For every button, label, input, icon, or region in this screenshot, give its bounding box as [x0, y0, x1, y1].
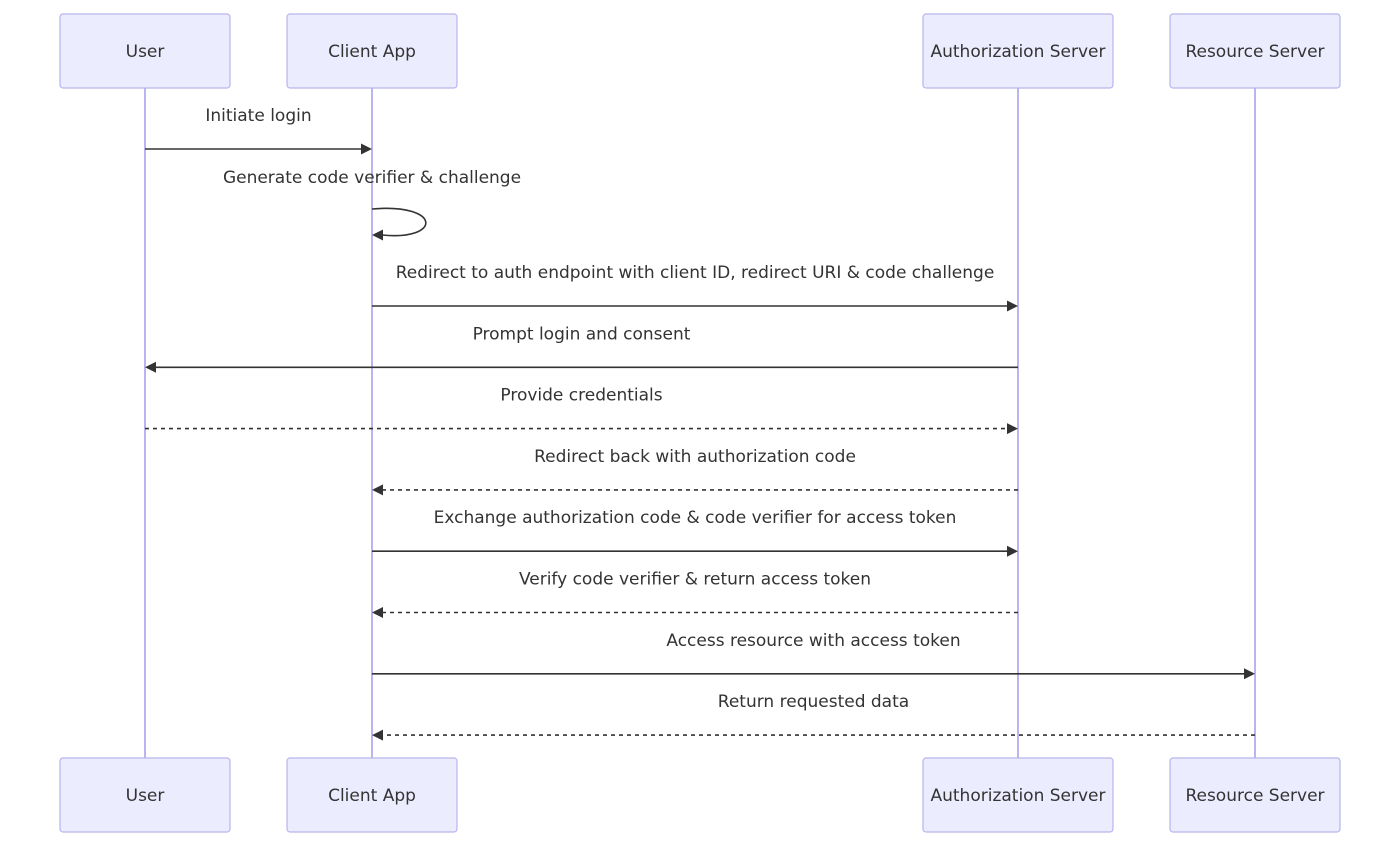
- participant-client-bottom: Client App: [286, 757, 458, 833]
- arrowhead: [1007, 423, 1018, 435]
- message-label: Prompt login and consent: [473, 324, 691, 344]
- message-7: Exchange authorization code & code verif…: [372, 508, 1018, 557]
- arrowhead: [372, 229, 383, 241]
- arrowhead: [372, 607, 383, 618]
- message-1: Initiate login: [145, 106, 372, 155]
- participant-box: [1169, 757, 1341, 833]
- message-label: Verify code verifier & return access tok…: [519, 570, 871, 590]
- participant-box: [59, 757, 231, 833]
- arrowhead: [361, 143, 372, 155]
- participant-label: Authorization Server: [930, 42, 1105, 62]
- participant-user-top: User: [59, 13, 231, 89]
- participant-label: Client App: [328, 786, 416, 806]
- participant-box: [922, 13, 1114, 89]
- arrowhead: [1007, 300, 1018, 312]
- participant-auth-top: Authorization Server: [922, 13, 1114, 89]
- message-9: Access resource with access token: [372, 631, 1255, 680]
- participant-label: User: [126, 786, 165, 806]
- arrowhead: [1244, 668, 1255, 680]
- message-8: Verify code verifier & return access tok…: [372, 570, 1018, 618]
- arrowhead: [145, 361, 156, 373]
- message-label: Return requested data: [718, 692, 909, 712]
- message-label: Access resource with access token: [666, 631, 960, 651]
- message-label: Exchange authorization code & code verif…: [434, 508, 957, 528]
- participant-label: Client App: [328, 42, 416, 62]
- participant-label: User: [126, 42, 165, 62]
- message-4: Prompt login and consent: [145, 324, 1018, 373]
- participant-auth-bottom: Authorization Server: [922, 757, 1114, 833]
- arrowhead: [372, 729, 383, 741]
- message-label: Generate code verifier & challenge: [223, 168, 521, 188]
- arrowhead: [372, 484, 383, 496]
- participant-box: [59, 13, 231, 89]
- participant-client-top: Client App: [286, 13, 458, 89]
- message-label: Redirect to auth endpoint with client ID…: [396, 263, 995, 283]
- message-line: [371, 207, 427, 237]
- arrowhead: [1007, 545, 1018, 557]
- participant-box: [1169, 13, 1341, 89]
- participant-box: [286, 757, 458, 833]
- message-2: Generate code verifier & challenge: [223, 168, 521, 241]
- message-label: Initiate login: [205, 106, 311, 126]
- message-5: Provide credentials: [145, 386, 1018, 435]
- lifelines: [144, 88, 1256, 758]
- participant-label: Resource Server: [1185, 786, 1324, 806]
- message-10: Return requested data: [372, 692, 1255, 741]
- participant-label: Resource Server: [1185, 42, 1324, 62]
- participant-user-bottom: User: [59, 757, 231, 833]
- participant-resource-top: Resource Server: [1169, 13, 1341, 89]
- participant-resource-bottom: Resource Server: [1169, 757, 1341, 833]
- message-3: Redirect to auth endpoint with client ID…: [372, 263, 1018, 312]
- participant-box: [286, 13, 458, 89]
- participant-box: [922, 757, 1114, 833]
- message-6: Redirect back with authorization code: [372, 447, 1018, 496]
- message-label: Provide credentials: [500, 386, 662, 406]
- message-label: Redirect back with authorization code: [534, 447, 856, 467]
- participant-label: Authorization Server: [930, 786, 1105, 806]
